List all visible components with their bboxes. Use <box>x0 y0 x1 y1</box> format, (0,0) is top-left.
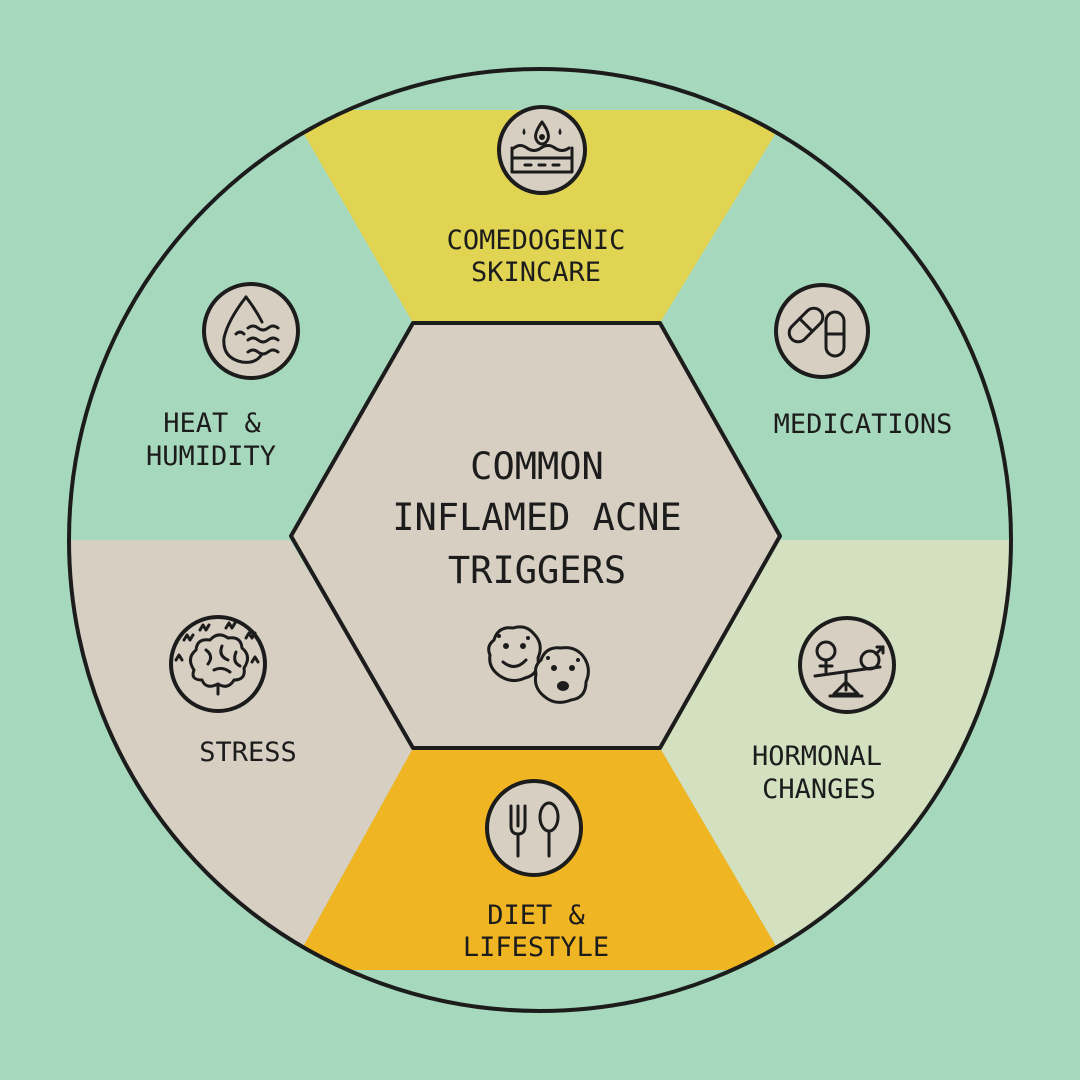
segment-comedogenic <box>290 110 790 323</box>
diet-label-line-2: LIFESTYLE <box>463 932 609 963</box>
comedogenic-label-line-2: SKINCARE <box>471 257 601 288</box>
acne-faces-icon <box>487 625 590 704</box>
wheel-outline <box>67 67 1013 1013</box>
fork-spoon-icon <box>485 779 583 877</box>
water-drop-icon <box>202 282 300 380</box>
heat-label-line-1: HEAT & <box>163 408 261 439</box>
skin-layers-icon <box>497 105 587 195</box>
hormonal-label-line-1: HORMONAL <box>752 741 882 772</box>
center-title-line-1: COMMON <box>470 445 604 488</box>
diet-label-line-1: DIET & <box>487 900 585 931</box>
medications-label: MEDICATIONS <box>774 409 953 440</box>
stress-label: STRESS <box>199 737 297 768</box>
gender-balance-icon <box>798 616 896 714</box>
heat-label-line-2: HUMIDITY <box>146 441 276 472</box>
comedogenic-label-line-1: COMEDOGENIC <box>447 225 626 256</box>
center-hexagon <box>289 321 782 750</box>
hormonal-label-line-2: CHANGES <box>762 774 876 805</box>
center-title-line-3: TRIGGERS <box>448 549 626 592</box>
brain-icon <box>169 615 267 713</box>
center-title-line-2: INFLAMED ACNE <box>392 496 682 539</box>
pills-icon <box>774 283 870 379</box>
